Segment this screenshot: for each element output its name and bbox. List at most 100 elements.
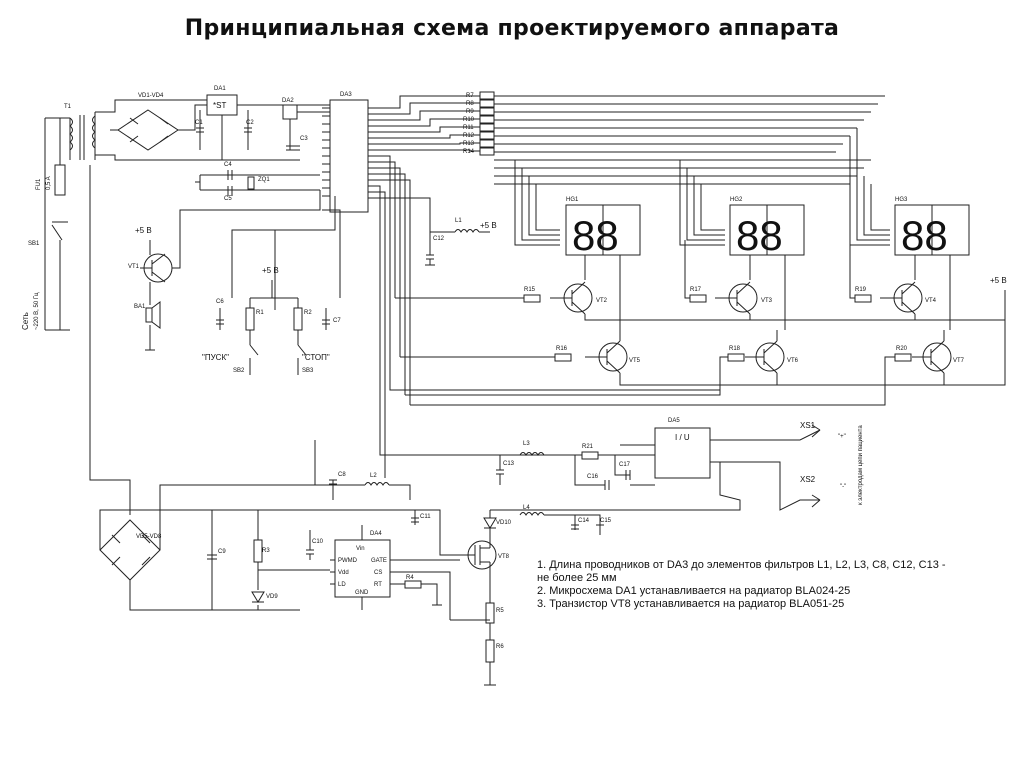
- da4-pin-gnd: GND: [355, 590, 369, 596]
- r9-label: R9: [466, 109, 474, 115]
- display-hg3: HG3 88: [894, 197, 970, 259]
- note-2: 2. Микросхема DA1 устанавливается на рад…: [537, 585, 850, 597]
- r8-label: R8: [466, 101, 474, 107]
- vt7-label: VT7: [953, 358, 965, 364]
- da2: DA2 C3: [282, 98, 330, 151]
- switch-sb1-label: SB1: [28, 241, 40, 247]
- da1-label: DA1: [214, 86, 226, 92]
- st-label: *ST: [213, 101, 226, 110]
- r12-label: R12: [463, 133, 475, 139]
- buzzer-circuit: +5 В VT1 BA1: [128, 190, 321, 351]
- c11-label: C11: [420, 514, 431, 520]
- da4-pin-cs: CS: [374, 570, 382, 576]
- xs2-label: XS2: [800, 475, 816, 484]
- electrodes-label: к электродам цепи пациента: [858, 425, 864, 505]
- l1-label: L1: [455, 218, 462, 224]
- filter-l3: L3 R21 C13 C16 C17: [380, 441, 655, 490]
- vt2-label: VT2: [596, 298, 608, 304]
- plus5-vt1-label: +5 В: [135, 226, 152, 235]
- c10-label: C10: [312, 539, 324, 545]
- fuse-label: FU1: [36, 178, 42, 190]
- xs1-label: XS1: [800, 421, 816, 430]
- hg2-label: HG2: [730, 197, 743, 203]
- note-3: 3. Транзистор VT8 устанавливается на рад…: [537, 598, 844, 610]
- da4-pin-ld: LD: [338, 582, 346, 588]
- r10-label: R10: [463, 117, 475, 123]
- c3-label: C3: [300, 136, 308, 142]
- c1-label: C1: [195, 120, 203, 126]
- da4-pin-vin: Vin: [356, 546, 365, 552]
- r3-label: R3: [262, 548, 270, 554]
- da2-label: DA2: [282, 98, 294, 104]
- da3-label: DA3: [340, 92, 352, 98]
- bridge-vd5-vd8: VD5-VD8: [99, 484, 460, 611]
- r2-label: R2: [304, 310, 312, 316]
- vt4-label: VT4: [925, 298, 937, 304]
- da4-pin-rt: RT: [374, 582, 382, 588]
- da5-label: DA5: [668, 418, 680, 424]
- c2-label: C2: [246, 120, 254, 126]
- r16-label: R16: [556, 346, 568, 352]
- display-hg2: HG2 88: [729, 197, 805, 259]
- ba1-label: BA1: [134, 304, 146, 310]
- r7-label: R7: [466, 93, 474, 99]
- r19-label: R19: [855, 287, 867, 293]
- vt3-label: VT3: [761, 298, 773, 304]
- plus5-l1-label: +5 В: [480, 221, 497, 230]
- regulator-da1: *ST DA1 C1 C2: [195, 86, 330, 161]
- da4-pin-vdd: Vdd: [338, 570, 349, 576]
- c4-label: C4: [224, 162, 232, 168]
- da4-pin-gate: GATE: [371, 558, 387, 564]
- c14-label: C14: [578, 518, 590, 524]
- r6-label: R6: [496, 644, 504, 650]
- vt1-label: VT1: [128, 264, 140, 270]
- converter-da5: DA5 I / U XS1 XS2 "+" "-" к электродам ц…: [654, 418, 864, 511]
- c7-label: C7: [333, 318, 341, 324]
- r18-label: R18: [729, 346, 741, 352]
- vd5-vd8-label: VD5-VD8: [136, 534, 162, 540]
- display-hg1: HG1 88: [565, 197, 641, 259]
- c12-label: C12: [433, 236, 445, 242]
- c16-label: C16: [587, 474, 599, 480]
- digit-drivers: R15 R17 R19 VT2 VT3 VT4 +5 В R16 R18 R20…: [395, 240, 1007, 406]
- vd10-label: VD10: [496, 520, 512, 526]
- c5-label: C5: [224, 196, 232, 202]
- transformer-t1: T1: [64, 99, 235, 515]
- da4-pin-pwmd: PWMD: [338, 558, 358, 564]
- output-stage: VD10 L4 C14 C15 VT8 R5 R6: [450, 462, 741, 686]
- iu-label: I / U: [675, 433, 690, 442]
- hg3-digits: 88: [901, 212, 948, 259]
- c13-label: C13: [503, 461, 515, 467]
- sb2-label: SB2: [233, 368, 245, 374]
- r5-label: R5: [496, 608, 504, 614]
- microcontroller-da3: DA3: [322, 92, 376, 213]
- vt5-label: VT5: [629, 358, 641, 364]
- control-buttons: +5 В R1 R2 C6 C7 "ПУСК" SB2 "СТОП" SB3: [202, 196, 341, 375]
- page-title: Принципиальная схема проектируемого аппа…: [184, 16, 840, 41]
- fuse-fu1: [54, 164, 66, 196]
- xs1-sign: "+": [838, 434, 846, 440]
- hg1-label: HG1: [566, 197, 579, 203]
- mains-voltage: ~220 В, 50 Гц: [34, 292, 40, 330]
- regulator-da4: DA4 Vin PWMD Vdd LD GND GATE CS RT C10 R…: [306, 525, 460, 620]
- r14-label: R14: [463, 149, 475, 155]
- r20-label: R20: [896, 346, 908, 352]
- c6-label: C6: [216, 299, 224, 305]
- c17-label: C17: [619, 462, 631, 468]
- sb3-label: SB3: [302, 368, 314, 374]
- fuse-rating: 0,5 A: [46, 176, 52, 190]
- vt6-label: VT6: [787, 358, 799, 364]
- t1-label: T1: [64, 104, 72, 110]
- vt8-label: VT8: [498, 554, 510, 560]
- r1-label: R1: [256, 310, 264, 316]
- c9-label: C9: [218, 549, 226, 555]
- plus5-btn-label: +5 В: [262, 266, 279, 275]
- l3-label: L3: [523, 441, 530, 447]
- notes: 1. Длина проводников от DA3 до элементов…: [537, 559, 946, 610]
- r15-label: R15: [524, 287, 536, 293]
- note-1-cont: не более 25 мм: [537, 572, 617, 584]
- filter-l1-c12: L1 +5 В C12: [376, 197, 497, 266]
- filter-l2-c8-c11: L2 C8 C11: [314, 440, 431, 525]
- r4-label: R4: [406, 575, 414, 581]
- xs2-sign: "-": [840, 484, 846, 490]
